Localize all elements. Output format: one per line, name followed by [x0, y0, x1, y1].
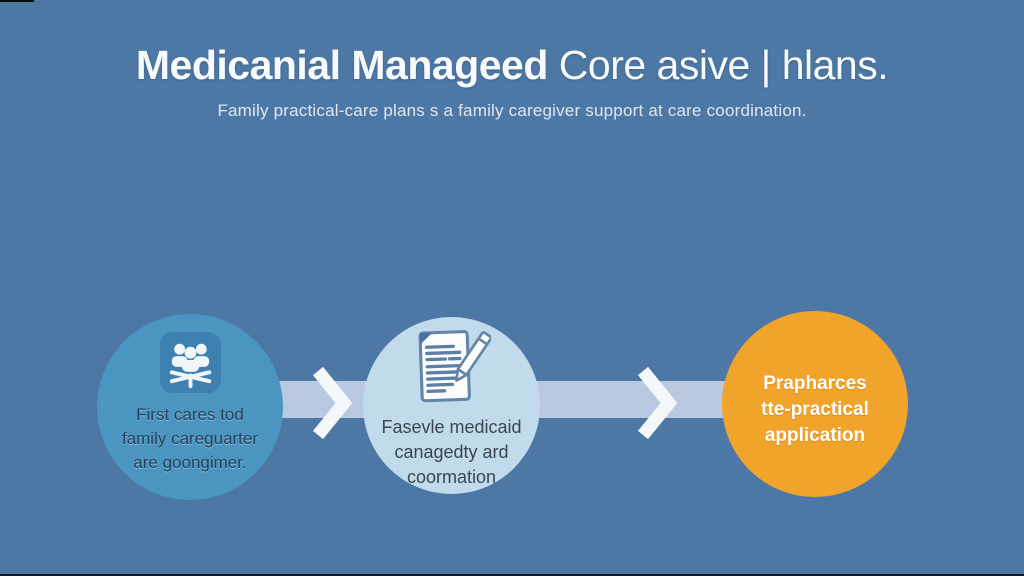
arrow-right-icon — [637, 366, 678, 440]
header: Medicanial Manageed Core asive | hlans. … — [0, 42, 1024, 121]
step-text-line: Fasevle medicaid — [381, 417, 522, 437]
page-title: Medicanial Manageed Core asive | hlans. — [0, 42, 1024, 88]
edge-artifact-top — [0, 0, 34, 2]
step-text-line: Prapharces — [763, 373, 867, 394]
step-text-line: tte-practical — [761, 399, 869, 420]
step-text-line: canagedty ard — [394, 442, 509, 462]
step-3-text: Prapharces tte-practical application — [761, 371, 869, 449]
flow-step-3: Prapharces tte-practical application — [722, 311, 908, 497]
document-pencil-icon — [418, 330, 491, 403]
flow-step-1: First cares tod family careguarter are g… — [97, 314, 283, 500]
arrow-right-icon — [312, 366, 353, 440]
page-subtitle: Family practical-care plans s a family c… — [217, 101, 807, 121]
step-text-line: coormation — [406, 467, 497, 487]
step-1-text: First cares tod family careguarter are g… — [122, 403, 258, 475]
step-text-line: are goongimer. — [133, 453, 247, 472]
edge-artifact-bottom — [0, 574, 1024, 576]
page-title-bold: Medicanial Manageed — [135, 42, 549, 88]
step-text-line: application — [764, 425, 866, 446]
flow-step-2: Fasevle medicaid canagedty ard coormatio… — [363, 317, 540, 494]
step-text-line: First cares tod — [136, 405, 244, 424]
step-text-line: family careguarter — [121, 429, 259, 448]
page-title-light: Core asive | hlans. — [558, 42, 889, 88]
step-2-text: Fasevle medicaid canagedty ard coormatio… — [381, 415, 521, 490]
family-group-icon — [159, 331, 221, 394]
